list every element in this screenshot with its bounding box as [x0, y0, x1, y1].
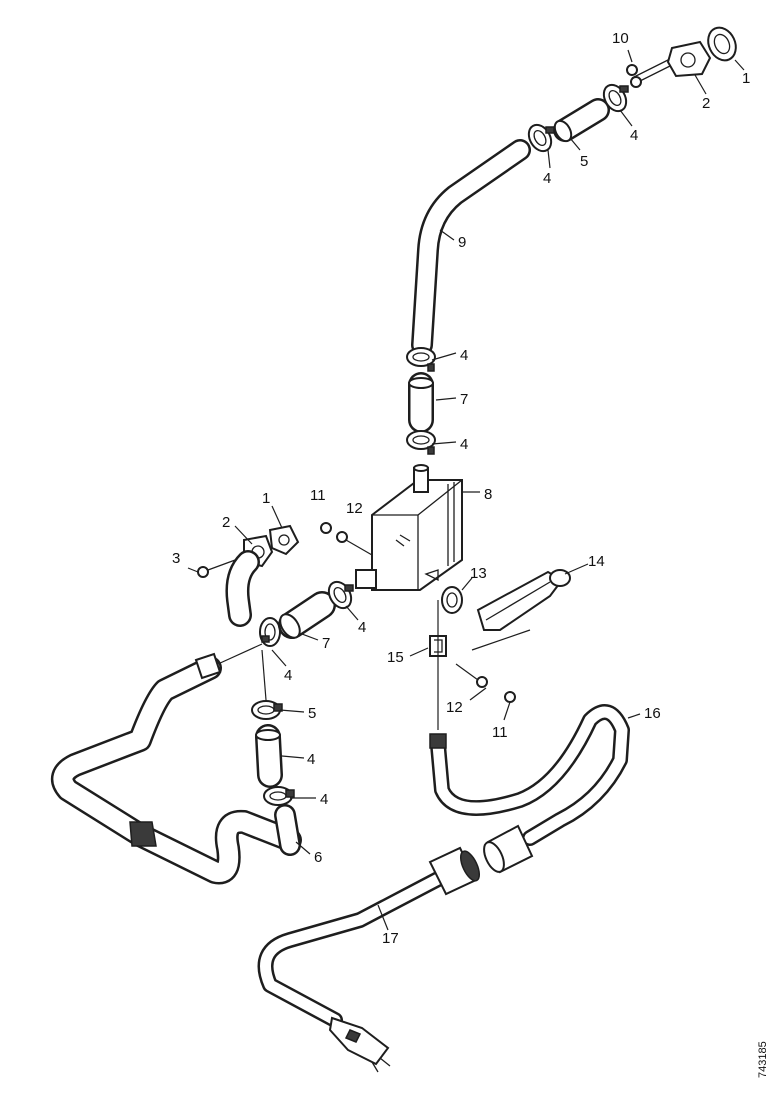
callout-12-upper: 12	[346, 500, 363, 517]
callout-7-upper: 7	[460, 391, 468, 408]
sleeve-5-lower	[255, 724, 283, 788]
nut-11-lower	[504, 691, 516, 703]
bracket-14	[471, 569, 571, 651]
leader-line-left-vertical	[261, 649, 267, 701]
callout-16: 16	[644, 705, 661, 722]
plug-connector-17	[428, 846, 481, 896]
callout-1-left: 1	[262, 490, 270, 507]
clamp-4-mid-top	[406, 347, 436, 372]
hose-end-6	[274, 804, 301, 856]
gasket-1-upper	[707, 26, 737, 62]
hose-9	[411, 139, 531, 356]
callout-leaders	[187, 49, 745, 931]
grommet-13	[441, 586, 463, 614]
callout-2-top: 2	[702, 95, 710, 112]
clamp-4-upper-right	[602, 83, 629, 113]
callout-4-top-left: 4	[543, 170, 551, 187]
callout-8: 8	[484, 486, 492, 503]
callout-13: 13	[470, 565, 487, 582]
callout-4-left-a: 4	[284, 667, 292, 684]
callout-11-upper: 11	[310, 487, 326, 504]
callout-4-mid-top: 4	[460, 347, 468, 364]
clamp-4-lower-b	[263, 786, 295, 806]
sleeve-7-lower	[278, 591, 336, 639]
sleeve-5-upper	[553, 98, 610, 143]
washer-12-upper	[336, 531, 373, 556]
callout-10: 10	[612, 30, 629, 47]
callout-6: 6	[314, 849, 322, 866]
callout-4-lower-b: 4	[320, 791, 328, 808]
socket-connector-16	[483, 824, 534, 874]
callout-5-lower: 4	[307, 751, 315, 768]
callout-4-left-b: 4	[358, 619, 366, 636]
elbow-hose-left	[225, 550, 260, 627]
callout-4-top-right: 4	[630, 127, 638, 144]
callout-7-lower: 7	[322, 635, 330, 652]
clamp-4-mid-bottom	[406, 430, 436, 455]
callout-14: 14	[588, 553, 605, 570]
clamp-4-left-a	[259, 617, 281, 647]
clamp-4-left-b	[327, 580, 354, 610]
sleeve-7-upper	[408, 372, 434, 433]
callout-17: 17	[382, 930, 399, 947]
gasket-1-left	[268, 524, 300, 556]
heater-unit-8	[355, 464, 463, 591]
clamp-4-upper-left	[527, 123, 555, 153]
clamp-4-lower-a	[251, 700, 283, 720]
drawing-number: 743185	[757, 1041, 769, 1078]
callout-12-lower: 12	[446, 699, 463, 716]
callout-15: 15	[387, 649, 404, 666]
hose-lower-left	[50, 643, 302, 885]
cable-16	[429, 704, 630, 846]
mains-plug-17	[328, 1016, 391, 1073]
callout-9: 9	[458, 234, 466, 251]
callout-2-left: 2	[222, 514, 230, 531]
callout-3: 3	[172, 550, 180, 567]
callout-5-top: 5	[580, 153, 588, 170]
callout-11-lower: 11	[492, 724, 508, 741]
flange-2-upper	[666, 40, 712, 78]
callout-4-mid-bottom: 4	[460, 436, 468, 453]
cable-17	[257, 870, 448, 1028]
callout-4-lower-a: 5	[308, 705, 316, 722]
nut-11-upper	[320, 522, 332, 534]
callout-1-top: 1	[742, 70, 750, 87]
washer-12-lower	[455, 663, 488, 688]
bolt-10-upper	[626, 57, 675, 88]
